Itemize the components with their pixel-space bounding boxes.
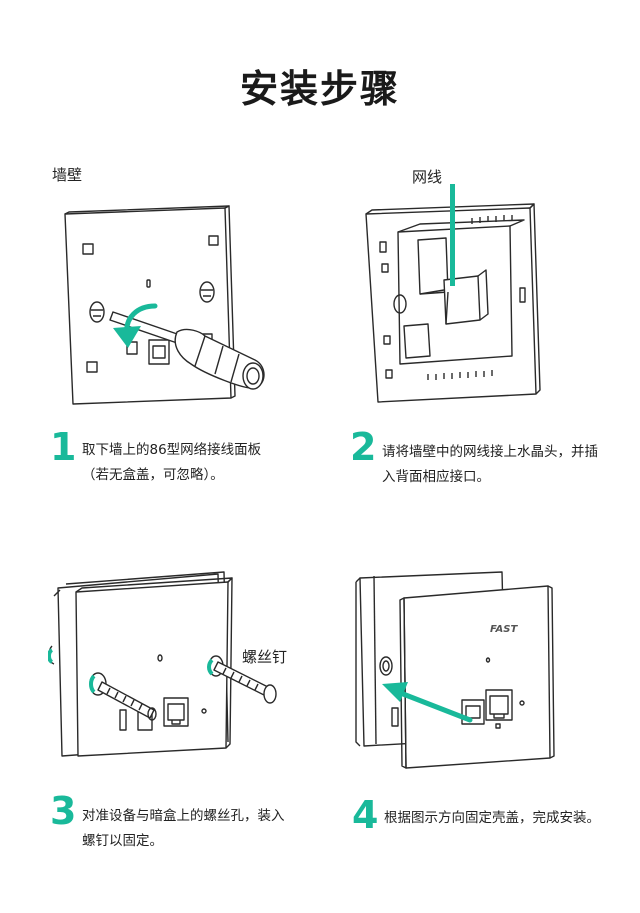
step4-description: 根据图示方向固定壳盖，完成安装。 xyxy=(384,806,600,831)
step1-line1: 取下墙上的86型网络接线面板 xyxy=(82,442,262,458)
screw-label: 螺丝钉 xyxy=(242,648,288,666)
step1-number: 1 xyxy=(50,425,77,469)
fast-brand-logo: FAST xyxy=(490,624,518,635)
step2-line2: 入背面相应接口。 xyxy=(382,469,490,485)
step2-line1: 请将墙壁中的网线接上水晶头，并插 xyxy=(382,444,598,460)
step1-line2: （若无盒盖，可忽略）。 xyxy=(82,467,224,483)
step4-illustration: FAST xyxy=(355,571,555,769)
step3-number: 3 xyxy=(50,789,77,833)
step2-description: 请将墙壁中的网线接上水晶头，并插 入背面相应接口。 xyxy=(382,440,598,490)
step3-line2: 螺钉以固定。 xyxy=(82,833,163,849)
step2-illustration xyxy=(365,184,541,403)
step3-description: 对准设备与暗盒上的螺丝孔，装入 螺钉以固定。 xyxy=(82,804,285,854)
page-title: 安装步骤 xyxy=(239,67,400,111)
step3-line1: 对准设备与暗盒上的螺丝孔，装入 xyxy=(82,808,285,824)
step3-illustration xyxy=(48,571,277,757)
step4-number: 4 xyxy=(352,793,379,837)
step1-description: 取下墙上的86型网络接线面板 （若无盒盖，可忽略）。 xyxy=(82,438,261,488)
step4-line1: 根据图示方向固定壳盖，完成安装。 xyxy=(384,810,600,826)
step1-illustration xyxy=(64,205,265,405)
step2-number: 2 xyxy=(350,425,377,469)
wall-label: 墙壁 xyxy=(52,166,83,184)
cable-label: 网线 xyxy=(412,168,443,186)
